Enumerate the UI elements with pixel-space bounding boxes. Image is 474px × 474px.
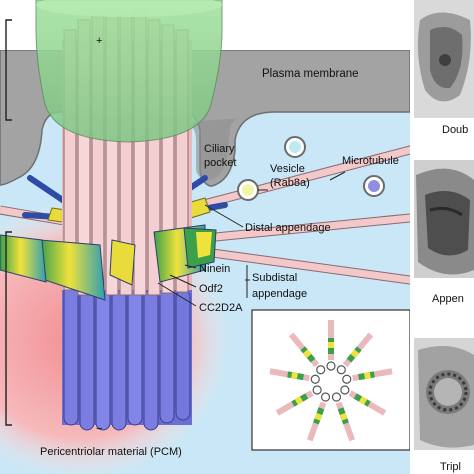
subdistal-label-2: appendage [252, 288, 307, 300]
inset-arm-tip [339, 412, 348, 421]
minus-end-label: − [96, 423, 102, 435]
inset-appendage-arms [269, 320, 393, 442]
odf2-label: Odf2 [199, 283, 223, 295]
ciliary-cup [35, 0, 223, 143]
ciliary-pocket [182, 118, 245, 180]
ciliary-pocket-label-2: pocket [204, 157, 236, 169]
microtubule-label: Microtubule [342, 155, 399, 167]
leader-lines [157, 171, 346, 307]
inset-triplet [326, 361, 336, 371]
micrograph-middle-label: Appen [432, 293, 464, 305]
inset-triplet [310, 374, 320, 384]
plus-end-label: + [96, 35, 102, 47]
micrograph-column: Doub Appen Tripl [410, 0, 474, 474]
rab8a-label: (Rab8a) [270, 177, 310, 189]
inset-arm-tip [358, 396, 368, 405]
inset-triplet [340, 385, 350, 395]
plasma-membrane-label: Plasma membrane [262, 68, 359, 80]
cross-section-inset [251, 309, 410, 451]
micrograph-top-label: Doub [442, 124, 468, 136]
inset-arm-tip [302, 349, 312, 358]
inset-triplet [312, 385, 322, 395]
left-bracket [5, 19, 12, 426]
micrograph-middle [414, 160, 474, 278]
inset-arm-tip [314, 412, 323, 421]
inset-arm-tip [294, 396, 304, 405]
inset-arm-tip [350, 349, 360, 358]
basal-body [62, 280, 192, 431]
inset-triplet [320, 392, 331, 402]
cc2d2a-label: CC2D2A [199, 302, 243, 314]
subdistal-appendages [0, 224, 217, 301]
inset-arm-tip [363, 372, 371, 380]
subdistal-label-1: Subdistal [252, 272, 297, 284]
micrograph-top [414, 0, 474, 118]
inset-triplet [331, 392, 342, 402]
pcm-label: Pericentriolar material (PCM) [40, 446, 182, 458]
inset-triplet [316, 365, 326, 375]
distal-appendage-label: Distal appendage [245, 222, 331, 234]
inset-arm-tip [291, 372, 299, 380]
micrograph-bottom [414, 338, 474, 450]
ninein-label: Ninein [199, 263, 230, 275]
ciliary-pocket-label-1: Ciliary [204, 143, 235, 155]
inset-triplet [336, 365, 346, 375]
vesicle-label: Vesicle [270, 163, 305, 175]
inset-triplet [342, 374, 352, 384]
micrograph-bottom-label: Tripl [440, 461, 461, 473]
